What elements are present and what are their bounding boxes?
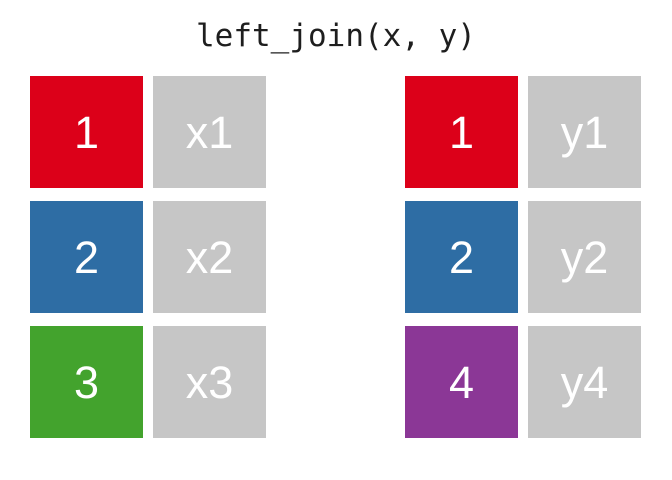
table-y-key-cell: 4	[405, 326, 518, 438]
table-x-value-cell: x1	[153, 76, 266, 188]
table-y-key-cell: 1	[405, 76, 518, 188]
table-x: 1 x1 2 x2 3 x3	[30, 76, 266, 438]
table-y-value-cell: y2	[528, 201, 641, 313]
table-y-value-cell: y1	[528, 76, 641, 188]
table-x-key-cell: 2	[30, 201, 143, 313]
table-x-value-cell: x3	[153, 326, 266, 438]
table-y-key-cell: 2	[405, 201, 518, 313]
table-x-value-cell: x2	[153, 201, 266, 313]
diagram-title: left_join(x, y)	[196, 18, 476, 54]
table-x-key-cell: 1	[30, 76, 143, 188]
table-x-key-cell: 3	[30, 326, 143, 438]
table-y-value-cell: y4	[528, 326, 641, 438]
table-y: 1 y1 2 y2 4 y4	[405, 76, 641, 438]
